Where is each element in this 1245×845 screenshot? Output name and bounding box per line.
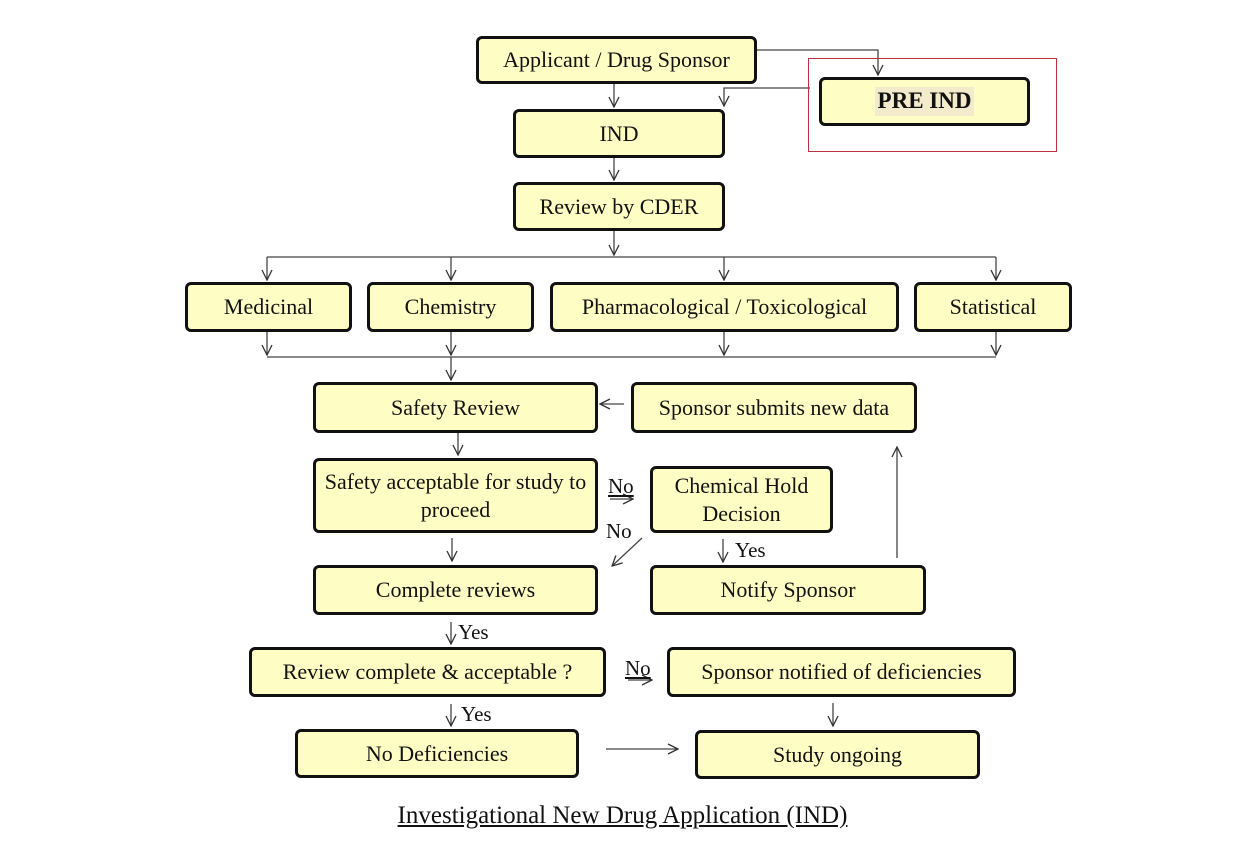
pre-ind-label: PRE IND (874, 87, 975, 116)
edge-label-no-2: No (606, 519, 632, 543)
node-medicinal: Medicinal (185, 282, 352, 332)
node-no-deficiencies: No Deficiencies (295, 729, 579, 778)
node-safety-acceptable: Safety acceptable for study to proceed (313, 458, 598, 533)
node-deficiencies: Sponsor notified of deficiencies (667, 647, 1016, 697)
node-safety-review: Safety Review (313, 382, 598, 433)
caption-text: Investigational New Drug Application (IN… (397, 802, 848, 829)
pre-ind-highlight-frame (808, 58, 1057, 152)
node-chemistry: Chemistry (367, 282, 534, 332)
node-review-complete: Review complete & acceptable ? (249, 647, 606, 697)
node-pre-ind: PRE IND (819, 77, 1030, 126)
node-study-ongoing: Study ongoing (695, 730, 980, 779)
node-applicant: Applicant / Drug Sponsor (476, 36, 757, 84)
arrow-applicant-preind (757, 49, 878, 75)
node-sponsor-new-data: Sponsor submits new data (631, 382, 917, 433)
node-pharma-tox: Pharmacological / Toxicological (550, 282, 899, 332)
node-chemical-hold: Chemical Hold Decision (650, 466, 833, 533)
edge-label-no-1: No (608, 474, 634, 498)
node-statistical: Statistical (914, 282, 1072, 332)
edge-label-no-3: No (625, 656, 651, 680)
node-notify-sponsor: Notify Sponsor (650, 565, 926, 615)
node-review-cder: Review by CDER (513, 182, 725, 231)
diagram-caption: Investigational New Drug Application (IN… (0, 802, 1245, 830)
arrow-hold-complete (612, 537, 643, 566)
edge-label-yes-hold: Yes (735, 538, 766, 562)
node-ind: IND (513, 109, 725, 158)
arrow-preind-ind (724, 87, 810, 106)
node-complete-reviews: Complete reviews (313, 565, 598, 615)
edge-label-yes-final: Yes (461, 702, 492, 726)
edge-label-yes-complete: Yes (458, 620, 489, 644)
